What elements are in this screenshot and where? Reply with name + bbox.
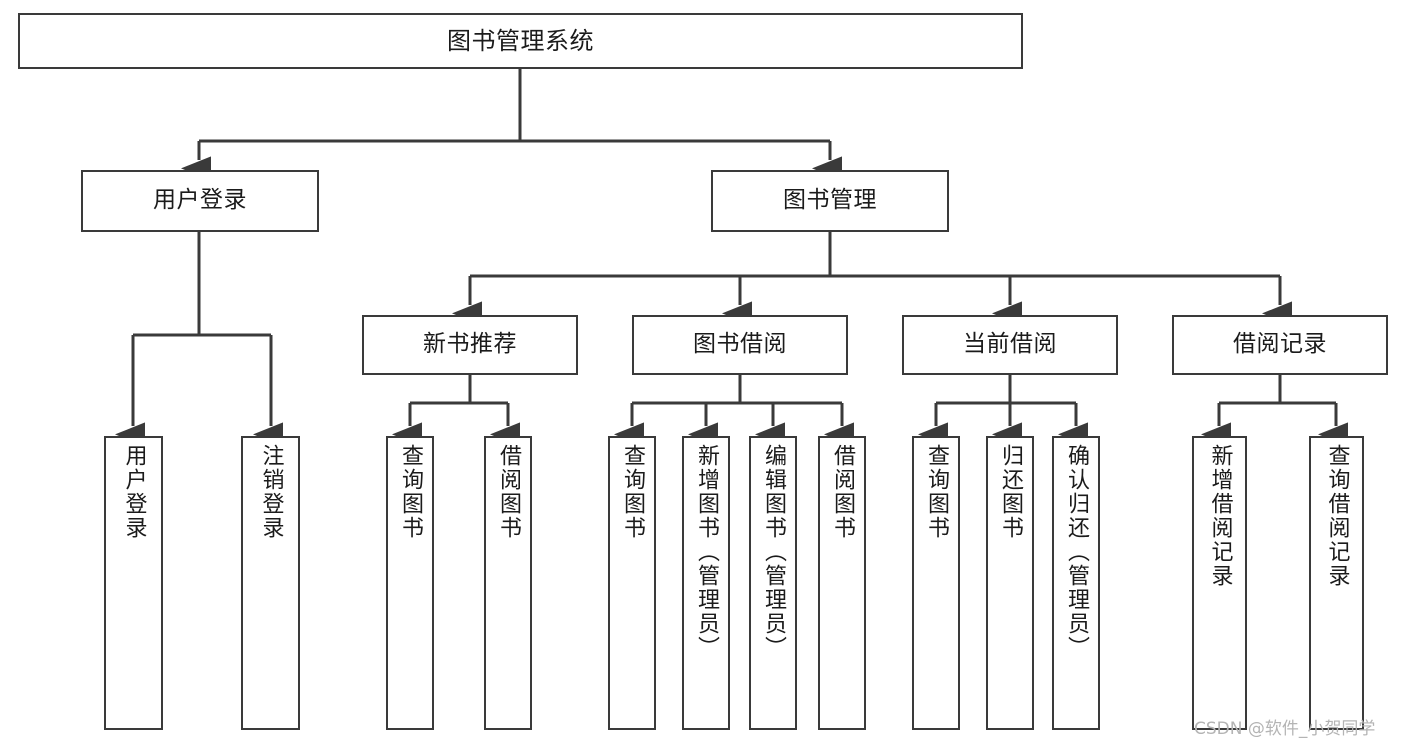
leaf-borrow-book-new-label: 借阅图书 (496, 444, 521, 540)
leaf-logout[interactable]: 注销登录 (241, 436, 300, 730)
node-book-borrow[interactable]: 图书借阅 (632, 315, 848, 375)
leaf-add-book-admin[interactable]: 新增图书（管理员） (682, 436, 730, 730)
leaf-query-book-new-label: 查询图书 (398, 444, 423, 540)
leaf-query-book-borrow[interactable]: 查询图书 (608, 436, 656, 730)
node-user-login[interactable]: 用户登录 (81, 170, 319, 232)
node-current-borrow-label: 当前借阅 (963, 331, 1057, 358)
leaf-confirm-return-admin-label: 确认归还（管理员） (1064, 444, 1089, 660)
leaf-query-borrow-record-label: 查询借阅记录 (1324, 444, 1350, 588)
leaf-return-book[interactable]: 归还图书 (986, 436, 1034, 730)
leaf-borrow-book-new[interactable]: 借阅图书 (484, 436, 532, 730)
leaf-user-login-label: 用户登录 (121, 444, 147, 540)
leaf-query-book-current-label: 查询图书 (924, 444, 949, 540)
leaf-borrow-book[interactable]: 借阅图书 (818, 436, 866, 730)
watermark-text: CSDN @软件_小贺同学 (1194, 719, 1376, 739)
node-new-book-recommend[interactable]: 新书推荐 (362, 315, 578, 375)
leaf-edit-book-admin-label: 编辑图书（管理员） (761, 444, 786, 660)
leaf-return-book-label: 归还图书 (998, 444, 1023, 540)
leaf-query-book-current[interactable]: 查询图书 (912, 436, 960, 730)
leaf-add-borrow-record-label: 新增借阅记录 (1207, 444, 1233, 588)
leaf-add-borrow-record[interactable]: 新增借阅记录 (1192, 436, 1247, 730)
leaf-edit-book-admin[interactable]: 编辑图书（管理员） (749, 436, 797, 730)
node-current-borrow[interactable]: 当前借阅 (902, 315, 1118, 375)
leaf-query-book-new[interactable]: 查询图书 (386, 436, 434, 730)
leaf-borrow-book-label: 借阅图书 (830, 444, 855, 540)
node-user-login-label: 用户登录 (153, 187, 247, 214)
node-borrow-record-label: 借阅记录 (1233, 331, 1327, 358)
node-book-management-label: 图书管理 (783, 187, 877, 214)
node-root[interactable]: 图书管理系统 (18, 13, 1023, 69)
leaf-query-borrow-record[interactable]: 查询借阅记录 (1309, 436, 1364, 730)
node-book-management[interactable]: 图书管理 (711, 170, 949, 232)
leaf-user-login[interactable]: 用户登录 (104, 436, 163, 730)
leaf-add-book-admin-label: 新增图书（管理员） (694, 444, 719, 660)
node-book-borrow-label: 图书借阅 (693, 331, 787, 358)
leaf-query-book-borrow-label: 查询图书 (620, 444, 645, 540)
leaf-confirm-return-admin[interactable]: 确认归还（管理员） (1052, 436, 1100, 730)
node-new-book-recommend-label: 新书推荐 (423, 331, 517, 358)
node-root-label: 图书管理系统 (447, 26, 594, 55)
leaf-logout-label: 注销登录 (258, 444, 284, 540)
node-borrow-record[interactable]: 借阅记录 (1172, 315, 1388, 375)
